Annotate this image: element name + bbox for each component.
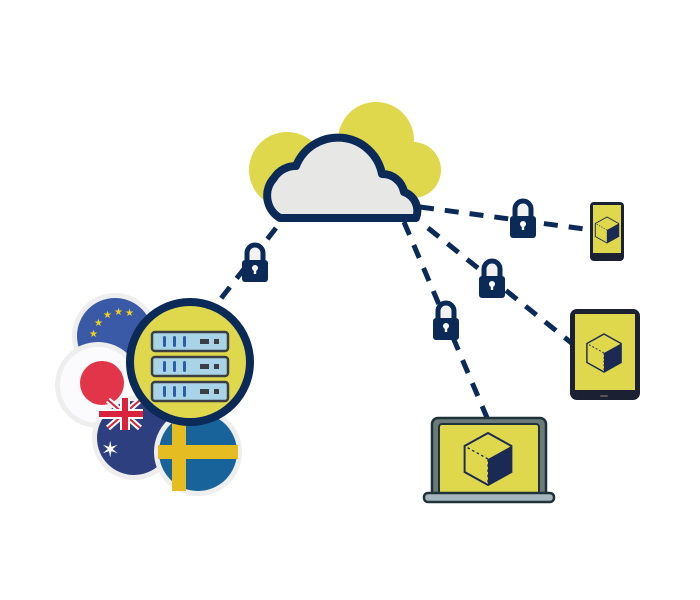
- phone-icon: [590, 202, 624, 261]
- svg-text:★: ★: [125, 308, 134, 319]
- tablet-icon: [570, 309, 640, 400]
- server-icon: [126, 298, 254, 426]
- lock-icon: [242, 245, 268, 282]
- lock-icon: [433, 303, 459, 340]
- svg-text:★: ★: [89, 329, 98, 340]
- lock-icon: [479, 261, 505, 298]
- connection-phone: [419, 204, 593, 233]
- lock-icon: [510, 201, 536, 238]
- sweden-flag-icon: [154, 408, 242, 496]
- eu-flag-icon: ★★★★★: [89, 307, 134, 340]
- connection-lines: [210, 204, 593, 421]
- connection-tablet: [426, 226, 576, 347]
- svg-text:✶: ✶: [101, 437, 119, 462]
- cloud-icon: [249, 102, 441, 222]
- svg-text:★: ★: [94, 318, 103, 329]
- svg-text:★: ★: [103, 310, 112, 321]
- svg-text:★: ★: [114, 307, 123, 318]
- region-flags: ✶: [55, 293, 242, 496]
- laptop-icon: [422, 416, 556, 504]
- australia-flag-icon: ✶: [92, 396, 176, 480]
